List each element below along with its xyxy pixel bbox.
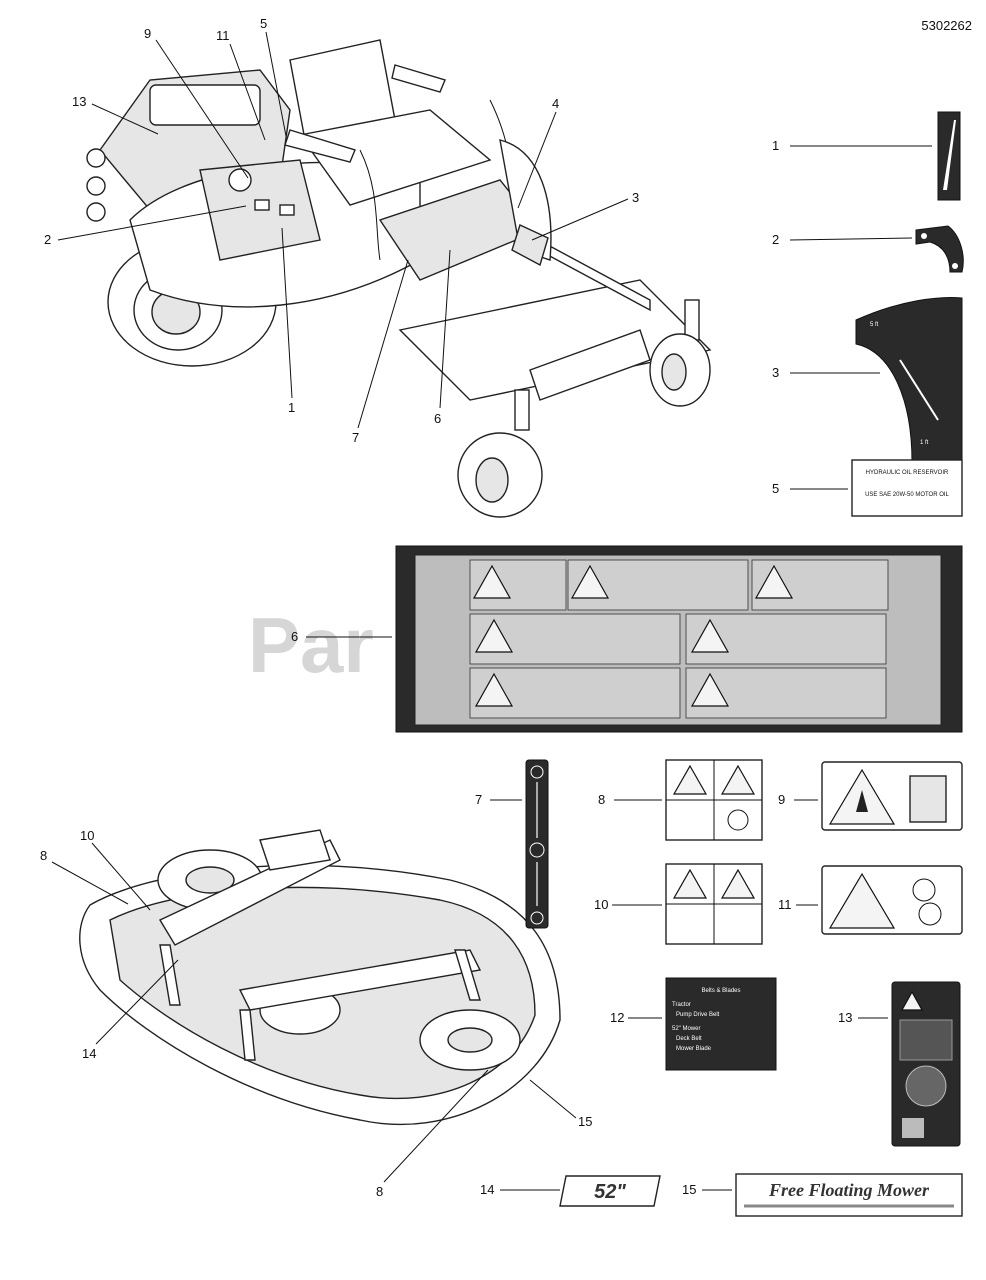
callout-mower-1: 1 xyxy=(288,400,295,415)
callout-mower-11: 11 xyxy=(216,28,230,43)
decal-7-park-brake: 7 xyxy=(475,759,549,929)
watermark: Par xyxy=(248,601,374,689)
decal-8-warning: 8 xyxy=(598,759,763,841)
callout-decal-2: 2 xyxy=(772,232,779,247)
decal-14-text: 52" xyxy=(594,1181,626,1203)
deck-callouts: 10 8 14 15 8 xyxy=(40,828,592,1199)
callout-deck-8-lower: 8 xyxy=(376,1184,383,1199)
decal-12-line5: Mower Blade xyxy=(676,1046,712,1052)
callout-decal-5: 5 xyxy=(772,481,779,496)
callout-deck-10: 10 xyxy=(80,828,94,843)
decal-14-deck-size: 52" 14 xyxy=(480,1175,661,1207)
callout-decal-6: 6 xyxy=(291,629,298,644)
svg-text:1 ft: 1 ft xyxy=(920,440,929,446)
decal-9-fire-hazard: 9 xyxy=(778,761,963,831)
decal-15-free-floating: Free Floating Mower 15 xyxy=(682,1173,963,1217)
callout-decal-3: 3 xyxy=(772,365,779,380)
callout-mower-5: 5 xyxy=(260,16,267,31)
callout-mower-2: 2 xyxy=(44,232,51,247)
document-number: 5302262 xyxy=(921,18,972,33)
callout-deck-14: 14 xyxy=(82,1046,96,1061)
decal-2-choke: 2 xyxy=(772,225,964,273)
callout-decal-10: 10 xyxy=(594,897,608,912)
callout-mower-7: 7 xyxy=(352,430,359,445)
callout-decal-13: 13 xyxy=(838,1010,852,1025)
callout-deck-15: 15 xyxy=(578,1114,592,1129)
mower-callouts: 9 11 5 13 4 3 2 1 7 6 xyxy=(44,16,639,445)
callout-decal-9: 9 xyxy=(778,792,785,807)
decal-12-line3: 52" Mower xyxy=(672,1026,700,1032)
callout-mower-13: 13 xyxy=(72,94,86,109)
decal-15-text: Free Floating Mower xyxy=(768,1180,930,1200)
callout-decal-11: 11 xyxy=(778,897,792,912)
decal-12-line2: Pump Drive Belt xyxy=(676,1012,720,1018)
callout-mower-9: 9 xyxy=(144,26,151,41)
decal-6-safety-panel: 6 xyxy=(291,545,963,733)
svg-text:5 ft: 5 ft xyxy=(870,322,879,328)
decal-11-belt-warning: 11 xyxy=(778,865,963,935)
decal-12-line1: Tractor xyxy=(672,1002,691,1008)
callout-decal-8: 8 xyxy=(598,792,605,807)
decal-5-text: USE SAE 20W-50 MOTOR OIL xyxy=(865,492,949,498)
callout-decal-7: 7 xyxy=(475,792,482,807)
callout-mower-6: 6 xyxy=(434,411,441,426)
callout-decal-1: 1 xyxy=(772,138,779,153)
decal-5-title: HYDRAULIC OIL RESERVOIR xyxy=(866,470,949,476)
mower-deck-illustration xyxy=(79,829,561,1126)
decal-12-title: Belts & Blades xyxy=(701,988,740,994)
decal-12-belts-blades: Belts & Blades Tractor Pump Drive Belt 5… xyxy=(610,977,777,1071)
callout-decal-12: 12 xyxy=(610,1010,624,1025)
decal-3-speed-control: 5 ft 1 ft 3 xyxy=(772,297,963,463)
decal-12-line4: Deck Belt xyxy=(676,1036,702,1042)
zero-turn-mower-illustration xyxy=(86,39,712,518)
callout-mower-4: 4 xyxy=(552,96,559,111)
callout-decal-15: 15 xyxy=(682,1182,696,1197)
decal-13-controls: 13 xyxy=(838,981,961,1147)
decal-1-throttle: 1 xyxy=(772,111,961,201)
callout-decal-14: 14 xyxy=(480,1182,494,1197)
callout-mower-3: 3 xyxy=(632,190,639,205)
callout-deck-8-upper: 8 xyxy=(40,848,47,863)
decal-5-hydraulic-oil: HYDRAULIC OIL RESERVOIR USE SAE 20W-50 M… xyxy=(772,459,963,517)
decal-10-warning: 10 xyxy=(594,863,763,945)
